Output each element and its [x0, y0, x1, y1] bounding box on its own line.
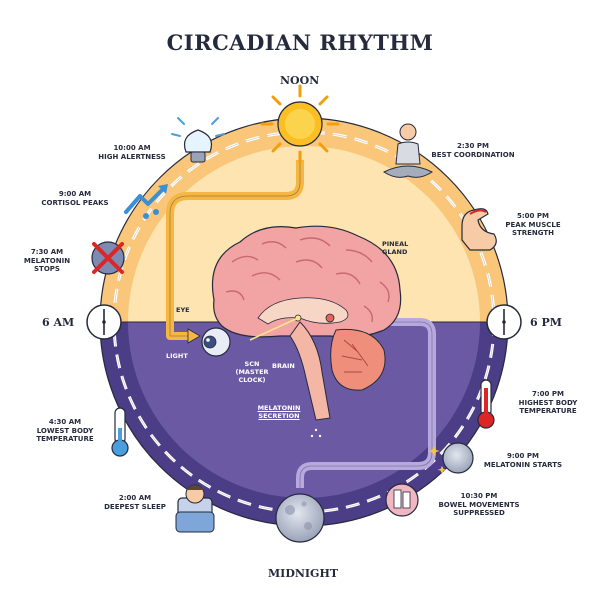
toilet-icon: [385, 483, 419, 517]
diagram-title: CIRCADIAN RHYTHM: [166, 30, 434, 55]
six-am-label: 6 AM: [42, 316, 75, 329]
cold-thermometer-icon: [111, 407, 129, 457]
lightbulb-icon: [171, 117, 225, 163]
moon-icon: [428, 442, 474, 474]
brain-label: BRAIN: [272, 362, 295, 370]
flexed-arm-icon: [461, 208, 497, 251]
clock-6pm-icon: [486, 304, 522, 340]
night-ring: [100, 322, 508, 526]
hot-thermometer-icon: [477, 379, 495, 429]
sleeping-person-icon: [175, 484, 215, 533]
light-label: LIGHT: [166, 352, 188, 360]
scn-label: SCN (MASTER CLOCK): [235, 360, 269, 384]
sun-icon: [260, 84, 340, 164]
meditating-person-icon: [383, 123, 433, 178]
clock-6am-icon: [86, 304, 122, 340]
crossed-moon-icon: [91, 241, 125, 275]
light-arrowhead: [187, 328, 201, 344]
eye-icon: [201, 327, 231, 357]
rising-arrow-icon: [124, 184, 168, 219]
pineal-gland-label: PINEAL GLAND: [382, 240, 409, 256]
midnight-label: MIDNIGHT: [268, 567, 339, 580]
noon-label: NOON: [280, 74, 320, 87]
eye-label: EYE: [176, 306, 190, 314]
full-moon-icon: [275, 493, 325, 543]
melatonin-secretion-label: MELATONIN SECRETION: [257, 404, 301, 420]
melatonin-path: [296, 318, 436, 488]
six-pm-label: 6 PM: [530, 316, 562, 329]
light-path: [166, 160, 304, 340]
pineal-gland: [325, 313, 335, 323]
brain-illustration: [211, 225, 402, 438]
